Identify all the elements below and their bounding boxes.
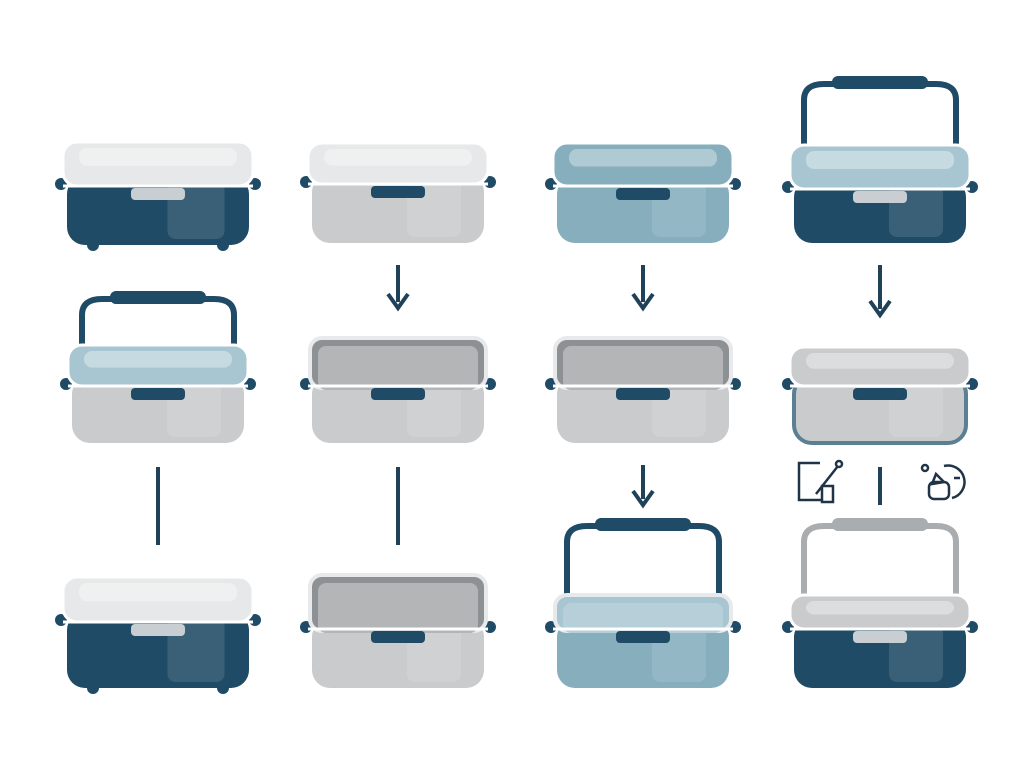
body [794, 179, 966, 243]
container-dark-handle-grey [782, 518, 978, 688]
latch [371, 388, 425, 400]
lid-highlight [79, 583, 237, 602]
latch [131, 188, 185, 200]
latch [371, 186, 425, 198]
latch [853, 631, 907, 643]
lid-highlight [324, 149, 472, 166]
lid-highlight [79, 148, 237, 166]
inner-wall [563, 346, 723, 390]
body [67, 612, 249, 688]
lid-highlight [806, 353, 954, 369]
handle-grip [832, 76, 928, 89]
latch [371, 631, 425, 643]
handle-grip [110, 291, 206, 304]
edit-icon [797, 459, 844, 504]
body [312, 174, 484, 243]
body [72, 376, 244, 443]
body [557, 176, 729, 243]
body [557, 376, 729, 443]
lid-highlight [569, 149, 717, 167]
arrow-head [631, 489, 655, 509]
latch [131, 624, 185, 636]
latch [616, 631, 670, 643]
container-blue-closed-lid [545, 141, 741, 243]
container-dark-closed-lid-2 [55, 575, 261, 694]
arrow-down-icon [386, 265, 410, 312]
container-steel-handle-carrier [60, 291, 256, 443]
body [67, 176, 249, 245]
container-steel-open-2 [545, 336, 741, 443]
arrow-down-icon [631, 465, 655, 509]
latch [616, 388, 670, 400]
body [794, 619, 966, 688]
latch [131, 388, 185, 400]
body [312, 376, 484, 443]
handle-grip [595, 518, 691, 531]
container-steel-open-3 [300, 573, 496, 688]
lid-highlight [84, 351, 232, 368]
body [557, 619, 729, 688]
container-dark-handle-carrier [782, 76, 978, 243]
container-blue-handle-open [545, 518, 741, 688]
container-steel-closed-lid [300, 141, 496, 243]
latch [853, 191, 907, 203]
arrow-head [631, 292, 655, 312]
latch [853, 388, 907, 400]
latch [616, 188, 670, 200]
arrow-down-icon [868, 265, 892, 319]
inner-wall [318, 583, 478, 633]
lid-highlight [806, 151, 954, 169]
body [312, 619, 484, 688]
containers-group [55, 76, 978, 694]
arrow-head [386, 292, 410, 312]
container-dark-closed-lid [55, 140, 261, 251]
arrow-down-icon [631, 265, 655, 312]
container-steel-open [300, 336, 496, 443]
lid-highlight [806, 601, 954, 615]
inner-wall [318, 346, 478, 390]
timer-icon [920, 463, 966, 501]
connectors-group [156, 265, 892, 545]
inner-wall [563, 603, 723, 633]
container-steel-dark-rim-lid [782, 345, 978, 445]
arrow-head [868, 299, 892, 319]
handle-grip [832, 518, 928, 531]
